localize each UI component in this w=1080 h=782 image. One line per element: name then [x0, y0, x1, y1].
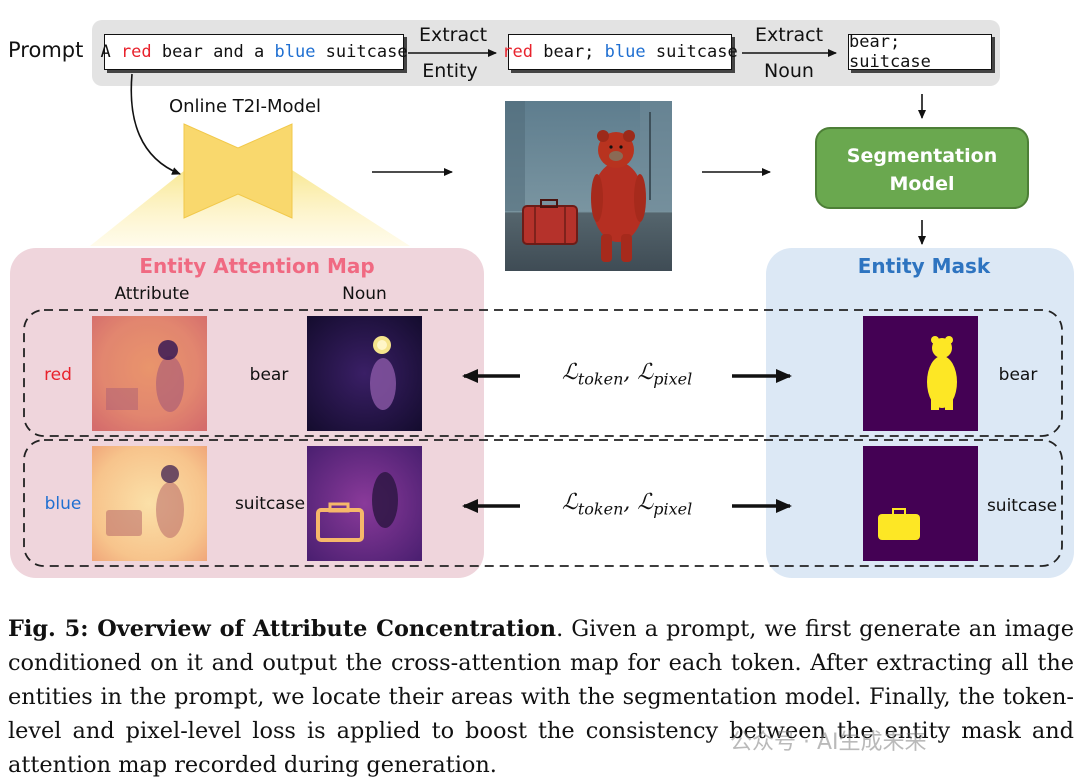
attention-panel-title: Entity Attention Map — [139, 254, 375, 278]
extract-entity-top: Extract — [418, 24, 488, 46]
generated-image — [505, 101, 672, 271]
entity-mask-bear — [863, 316, 978, 431]
attention-beam — [90, 170, 410, 246]
segmentation-model-label: Segmentation Model — [816, 142, 1028, 198]
entity-mid: bear; — [533, 42, 605, 62]
loss-symbol: ℒ — [562, 360, 578, 385]
attribute-column-label: Attribute — [114, 284, 190, 304]
extract-noun-top: Extract — [754, 24, 824, 46]
row-1-mask-word: bear — [998, 365, 1038, 385]
model-label: Online T2I-Model — [168, 96, 322, 117]
caption-text: . Given a prompt, we first generate an i… — [8, 616, 1074, 778]
row-1-loss-label: ℒtoken, ℒpixel — [562, 360, 693, 389]
row-2-mask-word: suitcase — [986, 496, 1058, 516]
segmentation-line-1: Segmentation — [846, 145, 998, 167]
prompt-label: Prompt — [8, 38, 84, 62]
segmentation-model-box — [815, 127, 1029, 209]
loss-token-sub: token — [577, 499, 624, 519]
row-1-noun-word: bear — [249, 365, 289, 385]
attention-map-suitcase — [307, 446, 422, 561]
attention-map-bear — [307, 316, 422, 431]
noun-column-label: Noun — [342, 284, 387, 304]
entity-blue-word: blue — [604, 42, 646, 62]
mask-panel-title: Entity Mask — [857, 254, 991, 278]
segmentation-line-2: Model — [889, 173, 955, 195]
entity-post: suitcase — [645, 42, 738, 62]
caption-label: Fig. 5: Overview of Attribute Concentrat… — [8, 616, 557, 642]
entity-mask-suitcase — [863, 446, 978, 561]
row-1-dashed-frame — [23, 309, 1063, 437]
prompt-red-word: red — [120, 42, 152, 62]
loss-symbol: ℒ — [637, 360, 654, 385]
prompt-blue-word: blue — [274, 42, 316, 62]
extract-entity-bottom: Entity — [422, 60, 478, 82]
noun-text-box: bear; suitcase — [848, 32, 992, 72]
extract-noun-bottom: Noun — [764, 60, 814, 82]
entity-text-box: red bear; blue suitcase — [502, 34, 738, 70]
prompt-post: suitcase — [315, 42, 408, 62]
figure-caption: Fig. 5: Overview of Attribute Concentrat… — [8, 612, 1074, 782]
row-2-dashed-frame — [23, 439, 1063, 567]
prompt-to-model-arrow — [130, 73, 181, 175]
attention-map-blue — [92, 446, 207, 561]
loss-symbol: ℒ — [562, 490, 578, 515]
entity-red-word: red — [502, 42, 533, 62]
row-2-attribute-word: blue — [44, 494, 82, 514]
row-2-noun-word: suitcase — [234, 494, 306, 514]
row-1-attribute-word: red — [44, 365, 72, 385]
diagram-graphics — [23, 49, 1063, 567]
prompt-pre: A — [100, 42, 121, 62]
row-2-loss-label: ℒtoken, ℒpixel — [562, 490, 693, 519]
loss-pixel-sub: pixel — [653, 499, 693, 519]
prompt-mid: bear and a — [151, 42, 275, 62]
t2i-model-icon — [183, 123, 293, 219]
watermark: 公众号 · AI生成未来 — [730, 730, 927, 755]
loss-symbol: ℒ — [637, 490, 654, 515]
attention-map-red — [92, 316, 207, 431]
loss-pixel-sub: pixel — [653, 369, 693, 389]
loss-token-sub: token — [577, 369, 624, 389]
prompt-text-box: A red bear and a blue suitcase — [100, 34, 408, 70]
